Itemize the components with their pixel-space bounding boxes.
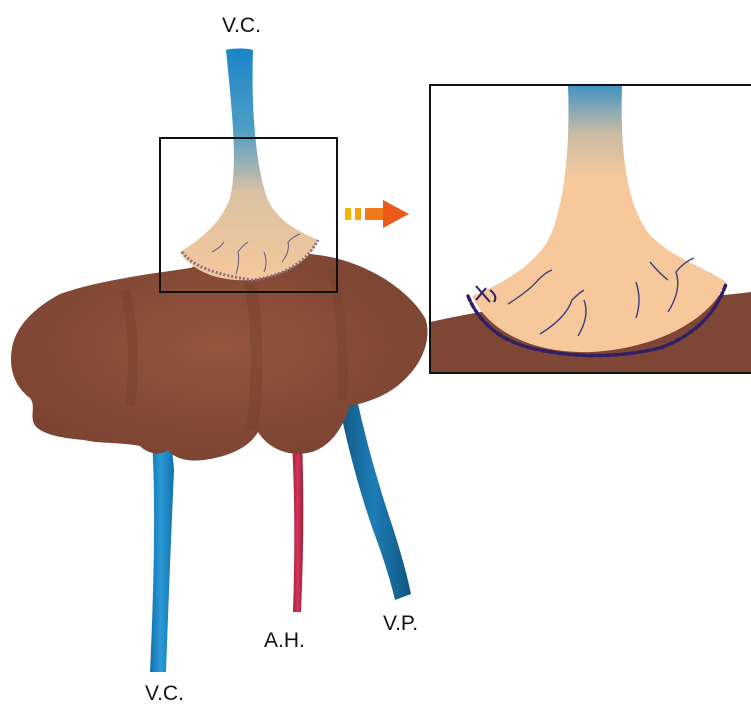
label-hepatic-artery: A.H. (264, 629, 305, 653)
arrow-icon (345, 200, 409, 228)
liver (11, 253, 428, 461)
liver-lobe-shadow (250, 282, 257, 430)
hepatic-artery (292, 440, 303, 612)
vena-cava-lower (150, 440, 174, 672)
zoomed-inset (430, 85, 751, 373)
portal-vein (337, 395, 411, 600)
label-vc-bottom: V.C. (145, 682, 184, 706)
label-vc-top: V.C. (222, 14, 261, 38)
label-portal-vein: V.P. (383, 612, 418, 636)
vena-cava-upper-graft (180, 49, 318, 281)
